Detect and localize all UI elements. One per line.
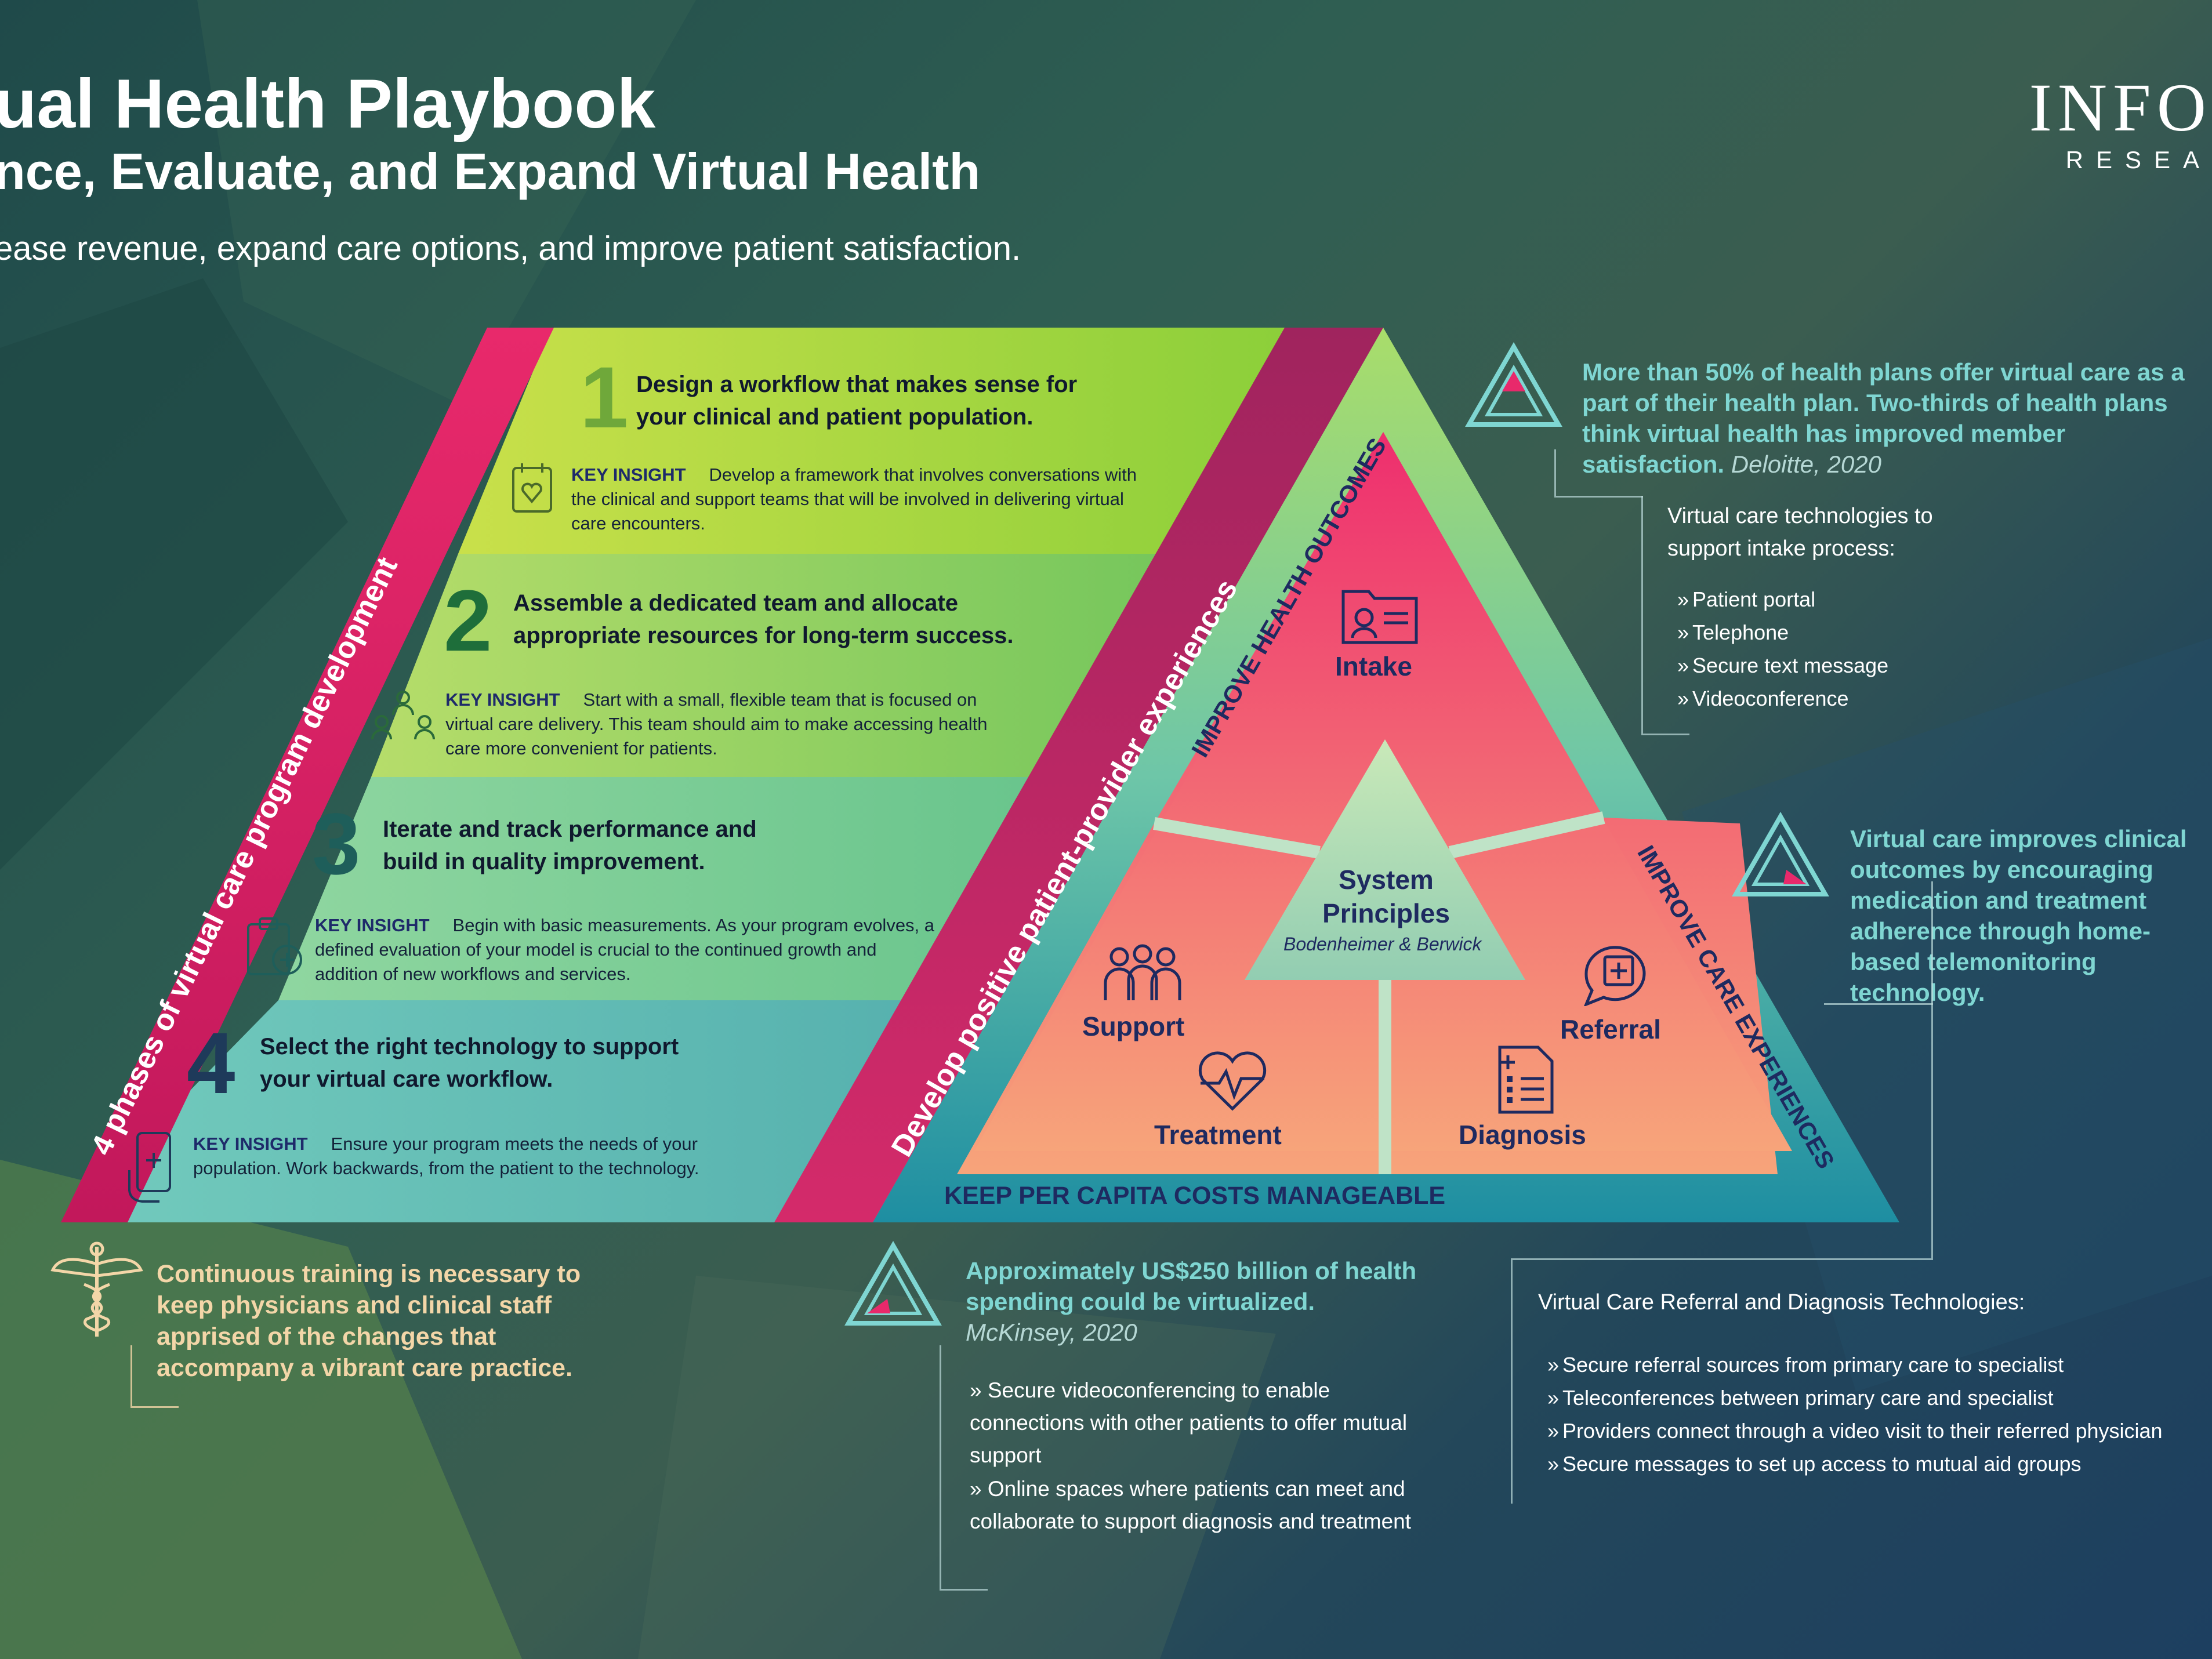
connector-line <box>1824 881 1933 1005</box>
pyramid-bottom-label: KEEP PER CAPITA COSTS MANAGEABLE <box>944 1182 1446 1210</box>
support-tech-item: » Online spaces where patients can meet … <box>970 1477 1412 1533</box>
support-label: Support <box>1082 1011 1185 1041</box>
stat-health-plans: More than 50% of health plans offer virt… <box>1582 358 2185 478</box>
connector-line <box>1641 496 1689 735</box>
logo: INFO <box>2029 70 2212 146</box>
step-band-2 <box>371 554 1285 777</box>
stat-health-spending: Approximately US$250 billion of health s… <box>966 1257 1417 1346</box>
intake-tech-item: »Telephone <box>1677 620 1789 644</box>
referral-tech-item: »Teleconferences between primary care an… <box>1547 1386 2054 1410</box>
connector-line <box>130 1345 179 1408</box>
referral-label: Referral <box>1560 1014 1661 1044</box>
phase-band <box>61 328 554 1222</box>
system-principles-triangle <box>1245 739 1525 980</box>
treatment-label: Treatment <box>1154 1120 1282 1150</box>
referral-tech-item: »Secure referral sources from primary ca… <box>1547 1353 2064 1377</box>
connector-line <box>1511 1258 1933 1504</box>
caduceus-icon <box>50 1241 143 1337</box>
chat-medical-icon <box>1584 946 1646 1006</box>
support-team-icon <box>1104 944 1181 1000</box>
page-title: ual Health Playbook <box>0 65 656 143</box>
heartbeat-icon <box>1198 1051 1267 1111</box>
intake-tech-item: »Secure text message <box>1677 654 1889 677</box>
heart-calendar-icon <box>512 463 552 513</box>
referral-tech-item: »Providers connect through a video visit… <box>1547 1419 2163 1443</box>
connector-line <box>1554 449 1643 498</box>
triangle-badge-icon <box>1732 812 1829 896</box>
referral-tech-item: »Secure messages to set up access to mut… <box>1547 1452 2082 1476</box>
diagnosis-label: Diagnosis <box>1459 1120 1586 1150</box>
page-tagline: ease revenue, expand care options, and i… <box>0 230 1021 267</box>
triangle-badge-icon <box>1465 342 1562 427</box>
experience-band <box>774 328 1383 1222</box>
connector-line <box>940 1345 988 1591</box>
referral-tech-heading: Virtual Care Referral and Diagnosis Tech… <box>1538 1290 2025 1315</box>
training-note: Continuous training is necessary to keep… <box>157 1260 581 1382</box>
support-tech-item: » Secure videoconferencing to enable con… <box>970 1378 1408 1467</box>
medical-report-icon <box>1498 1046 1554 1114</box>
stat-clinical-outcomes: Virtual care improves clinical outcomes … <box>1850 825 2187 1006</box>
team-icon <box>371 691 435 740</box>
clipboard-plus-icon <box>247 917 302 975</box>
triangle-badge-icon <box>844 1241 942 1326</box>
system-principles-source: Bodenheimer & Berwick <box>1283 934 1482 954</box>
step-band-1 <box>458 328 1285 554</box>
step-number-3: 3 <box>312 795 361 892</box>
intake-tech-item: »Videoconference <box>1677 687 1849 710</box>
step-number-2: 2 <box>444 572 492 669</box>
logo-subtext: RESEA <box>2065 146 2212 173</box>
intake-label: Intake <box>1335 651 1412 681</box>
phone-hand-icon <box>128 1132 171 1203</box>
intake-tech-item: »Patient portal <box>1677 587 1816 611</box>
intake-tech-heading: Virtual care technologies to support int… <box>1667 504 1933 561</box>
intake-folder-icon <box>1341 590 1418 644</box>
page-subtitle: nce, Evaluate, and Expand Virtual Health <box>0 143 981 200</box>
step-number-4: 4 <box>187 1014 235 1112</box>
connector-line <box>1931 1003 1933 1258</box>
system-principles-title: System Principles <box>1322 865 1450 928</box>
step-number-1: 1 <box>580 349 629 446</box>
